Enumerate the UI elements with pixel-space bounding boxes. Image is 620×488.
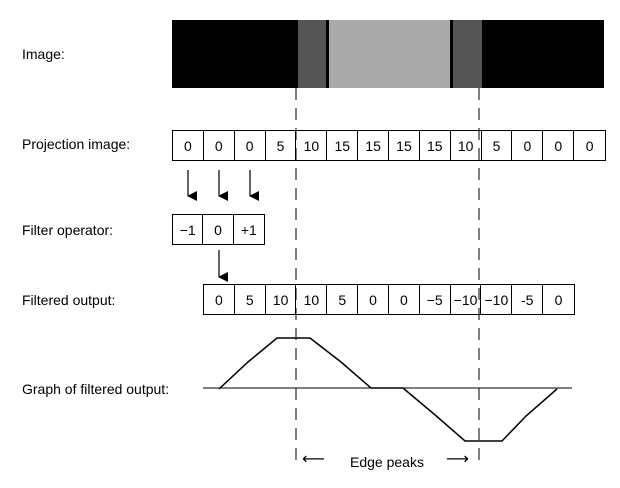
filtered-cell: 0: [554, 291, 563, 308]
edge-peaks-label: Edge peaks: [350, 454, 424, 470]
projection-cell: 15: [327, 131, 359, 160]
filtered-cell: −5: [420, 285, 451, 314]
filtered-cell: -5: [512, 285, 544, 314]
projection-cell: 15: [389, 131, 420, 160]
filtered-cell: 0: [204, 285, 235, 314]
filter-cell: −1: [173, 215, 204, 244]
filtered-output-graph: [218, 337, 558, 442]
filtered-cell: 0: [389, 285, 420, 314]
projection-cell: 0: [543, 131, 575, 160]
filtered-cell: 0: [358, 285, 389, 314]
filtered-cell: 10: [296, 285, 328, 314]
filtered-output-row: 0 5 10 10 5 0 0 −5 −10 −10 -5 0: [203, 284, 575, 315]
projection-cell: 0: [204, 131, 235, 160]
dark-gray-right-segment: [453, 20, 482, 88]
edge-peaks-right-arrow: ⟶: [446, 451, 469, 468]
projection-cell: 15: [420, 131, 451, 160]
projection-cell: 0: [512, 131, 544, 160]
edge-dashed-lines: [295, 88, 480, 465]
projection-cell: 0: [235, 131, 266, 160]
filter-cell: 0: [203, 215, 234, 244]
projection-cell: 5: [266, 131, 297, 160]
filtered-cell: 5: [327, 285, 359, 314]
projection-cell: 10: [451, 131, 482, 160]
filter-cell: +1: [240, 221, 257, 238]
projection-cell: 5: [482, 131, 513, 160]
projection-cell: 10: [296, 131, 328, 160]
edge-peaks-left-arrow: ⟵: [302, 451, 325, 468]
filter-operator-row: −1 0 +1: [172, 214, 265, 245]
filtered-cell: −10: [451, 285, 482, 314]
projection-cell: 15: [358, 131, 390, 160]
filtered-cell: 5: [235, 285, 266, 314]
filter-label: Filter operator:: [22, 222, 114, 238]
projection-cell: 0: [173, 131, 204, 160]
image-label: Image:: [22, 46, 65, 62]
down-arrows: [187, 170, 259, 282]
filtered-cell: −10: [481, 285, 513, 314]
dark-gray-left-segment: [298, 20, 326, 88]
image-strip: [172, 20, 604, 88]
filtered-label: Filtered output:: [22, 292, 116, 308]
projection-cell: 0: [585, 137, 594, 154]
projection-row: 0 0 0 5 10 15 15 15 15 10 5 0 0 0: [172, 130, 606, 161]
graph-label: Graph of filtered output:: [22, 381, 170, 397]
projection-label: Projection image:: [22, 136, 131, 152]
light-gray-center-segment: [329, 20, 450, 88]
